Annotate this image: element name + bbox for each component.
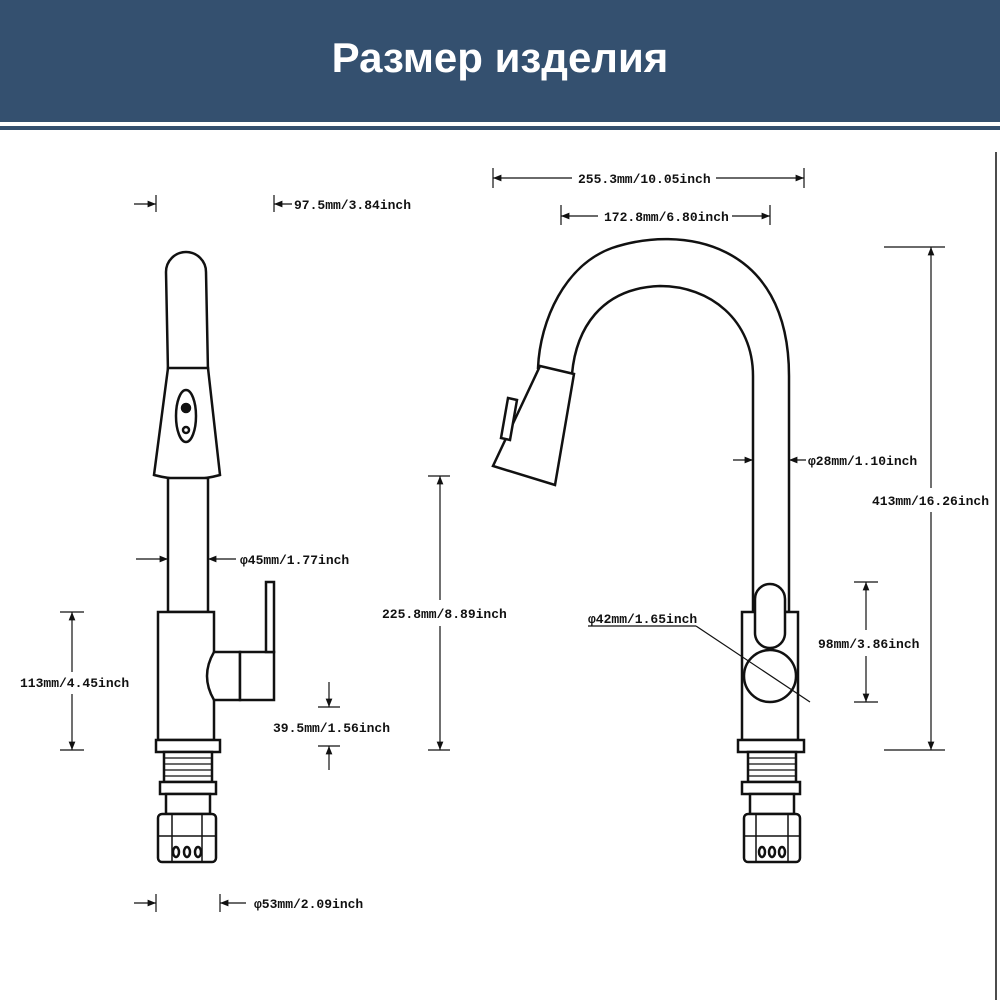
side-base-ring [736,738,806,754]
tube-diameter-label: φ28mm/1.10inch [808,454,917,469]
side-gooseneck [536,237,791,614]
side-lever [753,582,787,650]
side-spray-nozzle [499,396,519,442]
spout-height-label: 225.8mm/8.89inch [382,607,507,622]
head-reach-label: 172.8mm/6.80inch [604,210,729,225]
page-title: Размер изделия [331,34,669,81]
body-height-label: 113mm/4.45inch [20,676,129,691]
body-diameter-label: φ45mm/1.77inch [240,553,349,568]
faucet-front-view [152,250,276,864]
side-connector [748,792,796,816]
front-spray-button [174,388,198,444]
front-base-ring [154,738,222,754]
front-mount-nut [158,780,218,796]
side-dimension-lines [492,168,945,751]
header-banner: Размер изделия [0,0,1000,122]
total-height-label: 413mm/16.26inch [872,494,989,509]
header-divider-dark [0,126,1000,130]
lever-diameter-label: φ42mm/1.65inch [588,612,697,627]
front-lever-handle [264,580,276,654]
lever-height-label: 98mm/3.86inch [818,637,920,652]
front-threaded-shank [162,750,214,784]
side-mount-nut [740,780,802,796]
faucet-side-view [491,237,806,864]
front-spout-top [164,250,210,374]
front-lever-hub [205,650,242,702]
front-connector [164,792,212,816]
front-lever-block [238,650,276,702]
front-spout-tube [166,476,210,614]
base-height-label: 39.5mm/1.56inch [273,721,390,736]
header-divider-light [0,122,1000,126]
spout-reach-label: 255.3mm/10.05inch [578,172,711,187]
side-threaded-shank [746,750,798,784]
base-diameter-label: φ53mm/2.09inch [254,897,363,912]
front-dimension-lines [60,195,450,912]
handle-width-label: 97.5mm/3.84inch [294,198,411,213]
front-body [156,610,216,742]
